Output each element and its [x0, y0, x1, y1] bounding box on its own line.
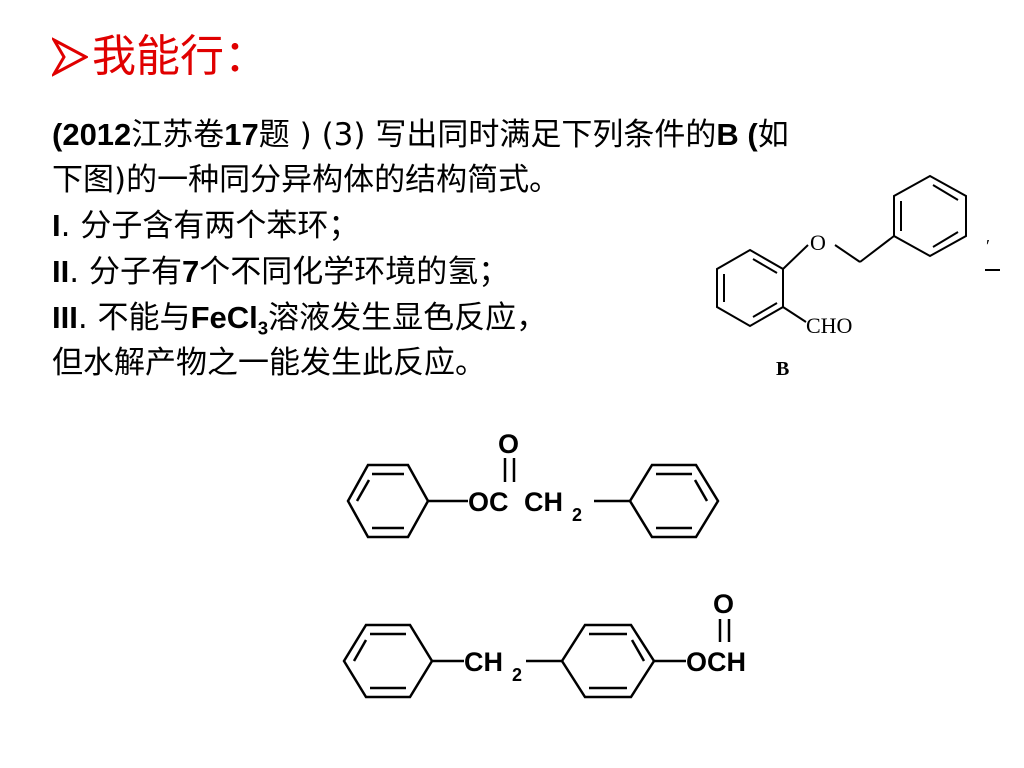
problem-line-1: (2012江苏卷17题 ) (3) 写出同时满足下列条件的B (如 [52, 112, 997, 158]
condition-2-text-b: 个不同化学环境的氢； [199, 254, 510, 290]
condition-2-number: II [52, 254, 70, 289]
edge-fragment-label: ′ [986, 236, 990, 256]
condition-1: I. 分子含有两个苯环； [52, 203, 997, 249]
aldehyde-label: CHO [806, 313, 852, 338]
slide-title: 我能行： [52, 22, 268, 92]
answer2-chain-ch: CH [464, 647, 503, 677]
hydrogen-count: 7 [181, 254, 200, 289]
condition-3-number: III [52, 300, 78, 335]
structure-b-diagram: O CHO ′ [716, 174, 1000, 338]
source-label: 江苏卷 [131, 117, 225, 153]
answer1-chain-oc: OC [468, 487, 509, 517]
problem-line-2: 下图)的一种同分异构体的结构简式。 [52, 162, 561, 198]
condition-3-text-b: 溶液发生显色反应， [268, 300, 548, 336]
year-label: (2012 [52, 117, 132, 152]
answer1-chain-subscript: 2 [572, 505, 582, 525]
fecl3-formula: FeCl3 [190, 300, 269, 339]
question-prompt: 写出同时满足下列条件的 [365, 117, 717, 153]
compound-ref: B ( [716, 117, 758, 152]
question-part: 题 ) (3) [258, 117, 366, 153]
answer2-chain-subscript: 2 [512, 665, 522, 685]
slide-title-text: 我能行： [92, 31, 268, 82]
condition-1-text: . 分子含有两个苯环； [60, 208, 360, 244]
condition-1-number: I [52, 208, 61, 243]
problem-line-last: 但水解产物之一能发生此反应。 [52, 345, 486, 381]
question-number: 17 [224, 117, 259, 152]
answer1-carbonyl-oxygen: O [498, 429, 519, 459]
problem-statement: (2012江苏卷17题 ) (3) 写出同时满足下列条件的B (如 下图)的一种… [52, 112, 997, 386]
answer2-carbonyl-oxygen: O [713, 589, 734, 619]
answer2-chain-och: OCH [686, 647, 746, 677]
condition-2: II. 分子有7个不同化学环境的氢； [52, 249, 997, 295]
answer-structure-1: O OC CH 2 [346, 429, 720, 539]
arrow-bullet-icon [52, 37, 88, 77]
question-prompt-tail: 如 [757, 117, 789, 153]
structure-b-caption: B [776, 358, 790, 380]
answer1-chain-ch: CH [524, 487, 563, 517]
condition-2-text-a: . 分子有 [69, 254, 182, 290]
condition-3: III. 不能与FeCl3溶液发生显色反应， [52, 295, 997, 341]
answer-structure-2: CH 2 O OCH [342, 589, 746, 699]
ether-oxygen-label: O [810, 230, 826, 255]
condition-3-text-a: . 不能与 [77, 300, 191, 336]
